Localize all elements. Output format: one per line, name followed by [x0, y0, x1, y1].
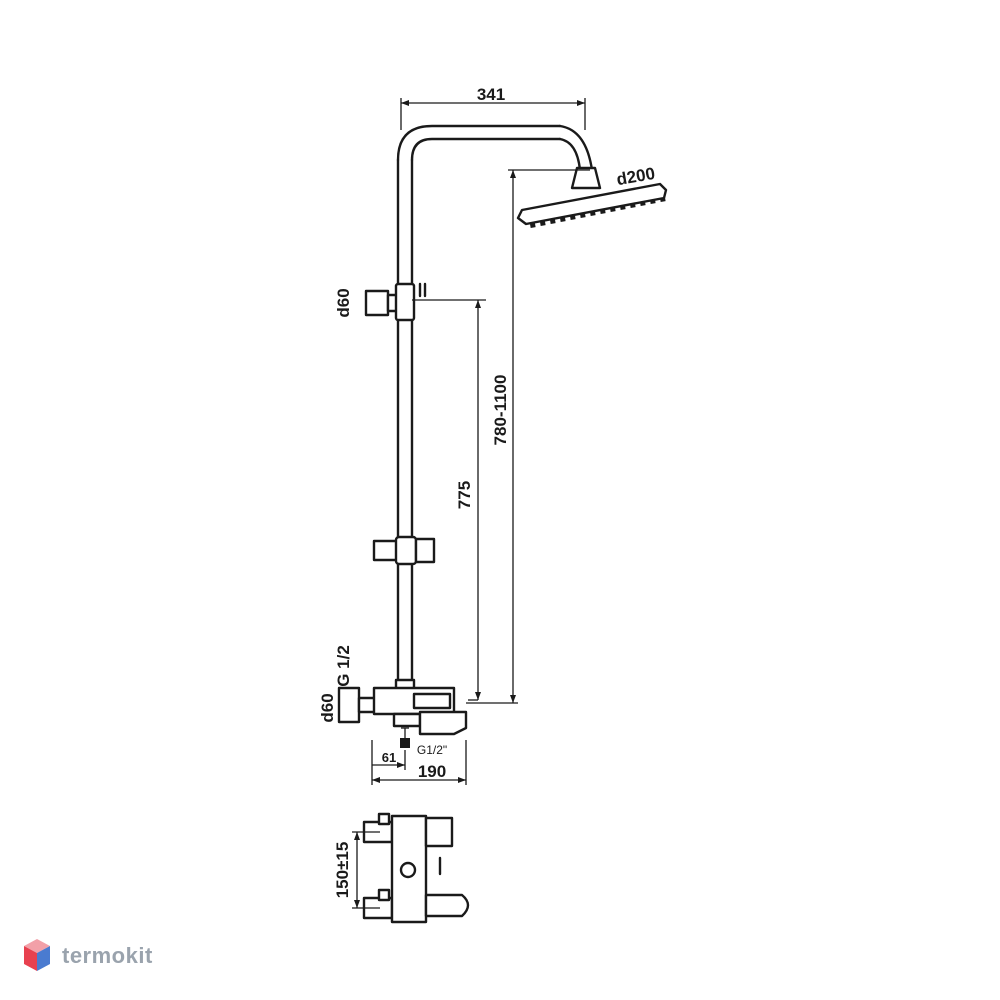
- brand-cube-icon: [24, 939, 50, 971]
- brand-wordmark: termokit: [62, 943, 153, 968]
- hand-shower-holder: [364, 282, 427, 322]
- dim-label-190: 190: [418, 762, 446, 781]
- nozzle: [560, 217, 566, 222]
- nozzle: [550, 219, 556, 224]
- nozzle: [630, 203, 636, 208]
- dim-label-150: 150±15: [333, 842, 352, 899]
- dimension-spout-thread: G1/2": [417, 743, 447, 757]
- dimension-rail-height: 775: [412, 299, 486, 701]
- shower-head: [516, 166, 668, 228]
- slide-bracket: [372, 535, 436, 566]
- dim-label-775: 775: [455, 481, 474, 509]
- brand-logo: termokit: [22, 936, 153, 976]
- nozzle: [569, 215, 576, 220]
- nozzle: [640, 201, 646, 206]
- mixer-side-view: [337, 678, 468, 748]
- dim-label-780-1100: 780-1100: [491, 375, 510, 446]
- nozzle: [600, 209, 606, 214]
- dim-label-g12: G 1/2: [334, 645, 353, 687]
- mixer-plan-view: [362, 812, 470, 924]
- dimension-adjust-range: 780-1100: [466, 169, 590, 704]
- dimension-mixer-left: G 1/2 d60: [318, 645, 353, 722]
- dim-label-61: 61: [382, 750, 396, 765]
- nozzle: [659, 197, 666, 202]
- shower-head-nozzles: [529, 197, 666, 228]
- dim-label-g12-spout: G1/2": [417, 743, 447, 757]
- nozzle: [650, 199, 656, 204]
- nozzle: [540, 221, 546, 226]
- dim-label-d60-top: d60: [334, 288, 353, 317]
- dimension-center-distance: 150±15: [333, 831, 380, 909]
- dimension-holder-diameter: d60: [334, 288, 353, 317]
- nozzle: [529, 223, 536, 228]
- nozzle: [580, 213, 586, 218]
- dimension-overall-width: 341: [400, 85, 586, 130]
- nozzle: [609, 207, 616, 212]
- shower-column: [396, 124, 594, 692]
- nozzle: [619, 205, 626, 210]
- nozzle: [590, 211, 596, 216]
- dim-label-341: 341: [477, 85, 505, 104]
- dim-label-d60-mixer: d60: [318, 693, 337, 722]
- dimension-mixer-horizontal: 61 190: [371, 740, 467, 785]
